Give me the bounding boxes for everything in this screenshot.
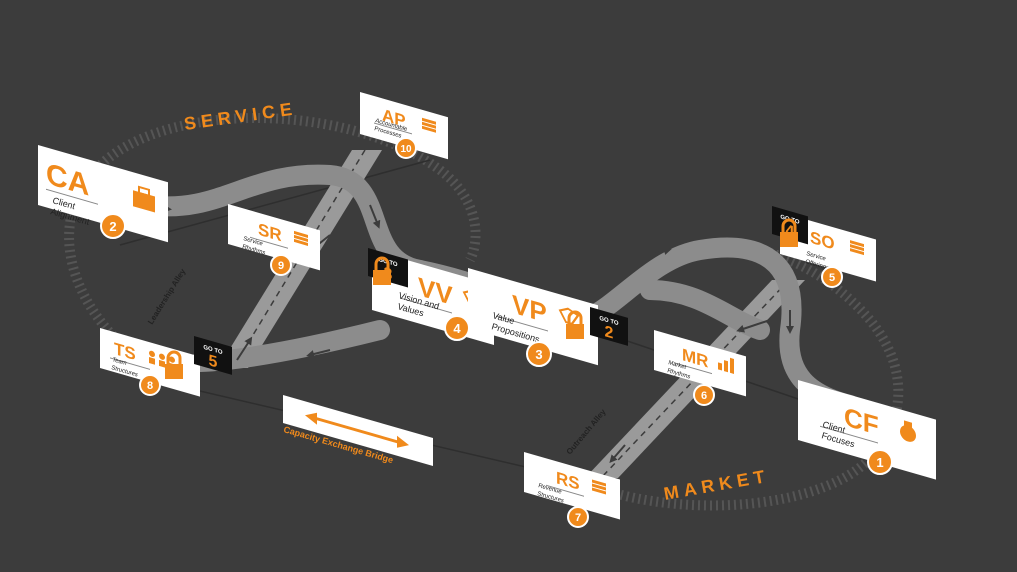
- card-rs[interactable]: RS: [524, 452, 620, 520]
- svg-text:6: 6: [701, 390, 707, 402]
- stack-icon: [592, 479, 606, 495]
- step-badge-1: 1: [867, 449, 893, 475]
- lock-icon: [566, 310, 584, 339]
- svg-text:9: 9: [278, 260, 284, 272]
- outreach-alley-label: Outreach Alley: [565, 407, 608, 456]
- leadership-alley-label: Leadership Alley: [146, 267, 188, 326]
- svg-text:4: 4: [786, 221, 795, 241]
- svg-text:10: 10: [400, 144, 412, 155]
- chart-icon: [718, 357, 734, 374]
- svg-text:1: 1: [876, 455, 883, 470]
- card-ap[interactable]: AP: [360, 92, 448, 160]
- step-badge-8: 8: [139, 374, 161, 396]
- svg-text:5: 5: [209, 351, 218, 371]
- step-badge-10: 10: [395, 137, 417, 159]
- lock-icon: [780, 218, 798, 247]
- card-so-name-1: Service: [805, 251, 827, 262]
- step-badge-6: 6: [693, 384, 715, 406]
- goto-ts[interactable]: GO TO 5: [194, 336, 232, 376]
- stack-icon: [850, 240, 864, 256]
- card-ts-name-1: Team: [111, 357, 127, 367]
- svg-text:5: 5: [829, 272, 835, 284]
- briefcase-icon: [133, 185, 155, 213]
- lock-icon: [165, 350, 183, 379]
- card-mr[interactable]: MR: [654, 330, 746, 397]
- card-mr-name-1: Market: [667, 360, 687, 371]
- stack-icon: [422, 117, 436, 133]
- svg-text:RS: RS: [556, 467, 580, 493]
- svg-text:AP: AP: [382, 105, 406, 131]
- svg-text:3: 3: [535, 347, 542, 362]
- card-sr-name-1: Service: [242, 236, 264, 247]
- money-bag-icon: [900, 420, 916, 442]
- svg-text:TS: TS: [114, 338, 136, 364]
- goto-vp[interactable]: GO TO 2: [590, 307, 628, 347]
- svg-text:2: 2: [109, 219, 116, 234]
- card-sr[interactable]: SR: [228, 204, 320, 271]
- step-badge-4: 4: [444, 315, 470, 341]
- card-vp[interactable]: VP: [468, 268, 598, 366]
- svg-text:4: 4: [453, 321, 461, 336]
- svg-text:2: 2: [605, 322, 614, 342]
- step-badge-2: 2: [100, 213, 126, 239]
- svg-text:7: 7: [575, 512, 581, 524]
- step-badge-5: 5: [821, 266, 843, 288]
- market-label: MARKET: [662, 466, 771, 504]
- card-cf[interactable]: CF: [798, 380, 936, 480]
- step-badge-9: 9: [270, 254, 292, 276]
- card-ca[interactable]: CA: [38, 145, 168, 243]
- lock-icon: [373, 256, 391, 285]
- capacity-exchange-bridge: [283, 395, 433, 467]
- stack-icon: [294, 230, 308, 246]
- svg-text:8: 8: [147, 380, 153, 392]
- service-label: SERVICE: [183, 98, 298, 134]
- step-badge-3: 3: [526, 341, 552, 367]
- step-badge-7: 7: [567, 506, 589, 528]
